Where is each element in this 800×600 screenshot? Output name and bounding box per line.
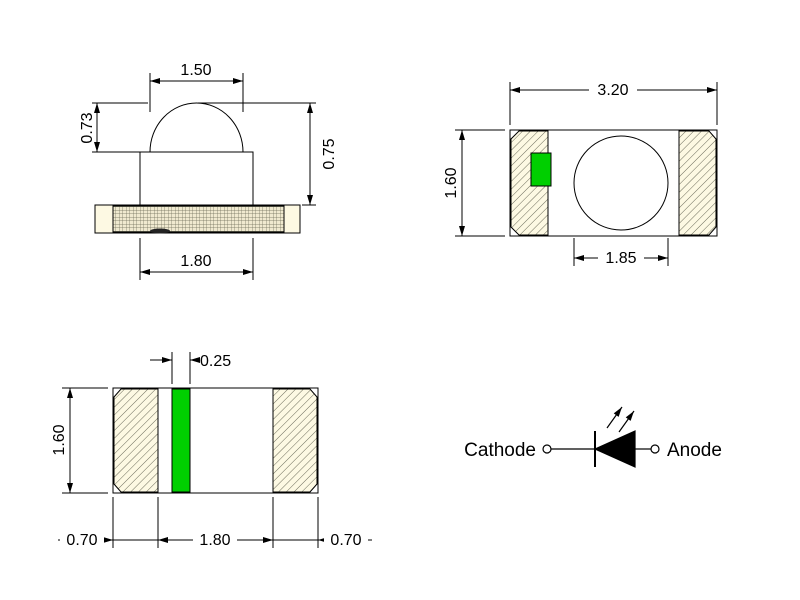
bottom-dim-overall-height: 1.60 bbox=[51, 387, 108, 494]
pad-right bbox=[272, 388, 318, 493]
polarity-chip bbox=[530, 152, 552, 187]
side-dim-dome-width: 1.50 bbox=[149, 62, 244, 112]
dim-label-overall-width: 3.20 bbox=[597, 82, 628, 99]
side-dim-right-height: 0.75 bbox=[198, 102, 338, 206]
cathode-terminal-dot bbox=[542, 444, 552, 454]
anode-label: Anode bbox=[667, 440, 722, 461]
dim-label-dome-width: 1.50 bbox=[180, 62, 211, 79]
lens-circle bbox=[573, 135, 669, 231]
bottom-view: 0.25 1.60 0.70 1.80 0.70 bbox=[51, 352, 372, 549]
anode-terminal-dot bbox=[650, 444, 660, 454]
light-emission-arrow bbox=[606, 406, 623, 429]
side-dim-left-height: 0.73 bbox=[79, 102, 148, 153]
dim-text-mask bbox=[598, 249, 644, 266]
dim-label-overall-height: 1.60 bbox=[443, 167, 460, 198]
substrate-grid bbox=[112, 205, 285, 233]
bottom-dim-stripe-width: 0.25 bbox=[150, 352, 231, 384]
led-dome bbox=[149, 102, 244, 153]
dim-label-left-pad: 0.70 bbox=[66, 532, 97, 549]
top-dim-overall-width: 3.20 bbox=[509, 81, 718, 125]
side-view: 1.50 0.73 0.75 1.80 bbox=[79, 62, 338, 280]
dim-label-center: 1.80 bbox=[199, 532, 230, 549]
cathode-stripe bbox=[171, 388, 191, 493]
side-dim-base-width: 1.80 bbox=[139, 238, 254, 280]
top-view: 3.20 1.60 1.85 bbox=[443, 81, 718, 267]
substrate-mark bbox=[150, 228, 170, 234]
dim-label-right-height: 0.75 bbox=[321, 138, 338, 169]
cathode-label: Cathode bbox=[464, 440, 536, 461]
dim-label-bottom-height: 1.60 bbox=[51, 424, 68, 455]
dim-text-mask bbox=[60, 531, 104, 548]
dim-label-lens-diameter: 1.85 bbox=[605, 250, 636, 267]
terminal-right bbox=[678, 130, 717, 236]
bottom-dim-chain: 0.70 1.80 0.70 bbox=[58, 497, 372, 549]
dim-label-stripe-width: 0.25 bbox=[200, 353, 231, 370]
dim-label-left-height: 0.73 bbox=[79, 112, 96, 143]
dim-text-mask bbox=[193, 531, 237, 548]
light-emission-arrow bbox=[618, 410, 635, 433]
dim-label-base-width: 1.80 bbox=[180, 253, 211, 270]
diode-triangle bbox=[593, 430, 636, 468]
dim-label-right-pad: 0.70 bbox=[330, 532, 361, 549]
top-dim-lens-diameter: 1.85 bbox=[573, 238, 669, 267]
pad-left bbox=[113, 388, 159, 493]
top-dim-overall-height: 1.60 bbox=[443, 129, 505, 237]
led-body bbox=[139, 151, 254, 206]
dim-text-mask bbox=[589, 81, 637, 98]
schematic-symbol: Cathode Anode bbox=[464, 406, 722, 468]
dim-text-mask bbox=[324, 531, 368, 548]
